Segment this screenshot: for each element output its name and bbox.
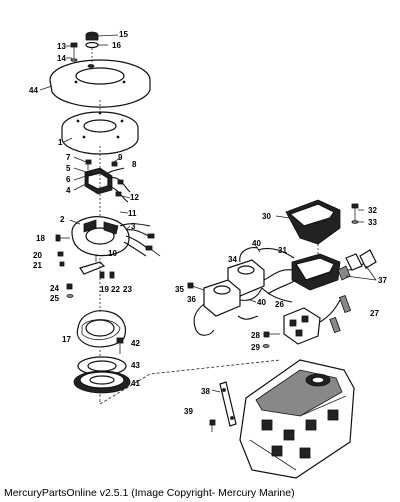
seal-ring-43[interactable] [77, 356, 127, 376]
callout-36: 36 [187, 295, 196, 304]
flywheel-top[interactable] [49, 59, 151, 108]
callout-33: 33 [368, 218, 377, 227]
callout-21: 21 [33, 261, 42, 270]
stator-plate[interactable] [61, 111, 139, 155]
callout-5: 5 [66, 164, 71, 173]
callout-23: 23 [123, 285, 132, 294]
callout-35: 35 [175, 285, 184, 294]
copyright-caption: MercuryPartsOnline v2.5.1 (Image Copyrig… [4, 487, 295, 499]
callout-16: 16 [112, 41, 121, 50]
rectifier[interactable] [283, 299, 341, 345]
screw-24[interactable] [66, 283, 74, 298]
switch-box[interactable] [263, 253, 367, 295]
ignition-base-plate[interactable] [71, 216, 155, 257]
callout-3: 3 [131, 222, 136, 231]
callout-37: 37 [378, 276, 387, 285]
callout-44: 44 [29, 86, 38, 95]
callout-41: 41 [131, 379, 140, 388]
coil-40[interactable] [193, 279, 263, 336]
callout-26: 26 [275, 300, 284, 309]
callout-6: 6 [66, 175, 71, 184]
callout-38: 38 [201, 387, 210, 396]
spark-plug-27[interactable] [329, 294, 352, 334]
screw-18[interactable] [55, 234, 70, 242]
callout-4: 4 [66, 186, 71, 195]
callout-27: 27 [370, 309, 379, 318]
callout-19: 19 [100, 285, 109, 294]
screw-28[interactable] [262, 331, 280, 348]
callout-2: 2 [60, 215, 65, 224]
callout-10: 10 [108, 249, 117, 258]
callout-28: 28 [251, 331, 260, 340]
trigger-assembly[interactable] [84, 167, 131, 203]
callout-39: 39 [184, 407, 193, 416]
cover[interactable] [285, 199, 341, 258]
bracket-38[interactable] [219, 381, 237, 427]
link-arm[interactable] [79, 254, 115, 279]
callout-17: 17 [62, 335, 71, 344]
screw-13[interactable] [70, 42, 78, 62]
callout-42: 42 [131, 339, 140, 348]
callout-18: 18 [36, 234, 45, 243]
flywheel-nut[interactable] [85, 31, 99, 62]
callout-9: 9 [118, 153, 123, 162]
callout-31: 31 [278, 246, 287, 255]
callout-29: 29 [251, 343, 260, 352]
callout-40-upper: 40 [252, 239, 261, 248]
callout-20: 20 [33, 251, 42, 260]
callout-32: 32 [368, 206, 377, 215]
callout-25: 25 [50, 294, 59, 303]
screw-32[interactable] [351, 203, 359, 224]
leader-lines [39, 34, 377, 393]
wire-harness[interactable] [237, 247, 295, 320]
callout-43: 43 [131, 361, 140, 370]
callout-1: 1 [58, 138, 63, 147]
seal-ring-41[interactable] [73, 370, 131, 394]
callout-30: 30 [262, 212, 271, 221]
callout-7: 7 [66, 153, 71, 162]
callout-15: 15 [119, 30, 128, 39]
callout-22: 22 [111, 285, 120, 294]
screw-35[interactable] [187, 282, 205, 291]
callout-40-lower: 40 [257, 298, 266, 307]
screw-39[interactable] [209, 419, 216, 432]
powerhead-block[interactable] [239, 359, 355, 479]
callout-14: 14 [57, 54, 66, 63]
callout-12: 12 [130, 193, 139, 202]
callout-numbers: 15 16 13 14 44 1 7 5 6 4 9 8 12 11 3 2 1… [29, 30, 387, 416]
callout-34: 34 [228, 255, 237, 264]
screw-20[interactable] [57, 251, 65, 267]
callout-8: 8 [132, 160, 137, 169]
callout-11: 11 [128, 209, 137, 218]
plug-boots[interactable] [337, 249, 377, 281]
callout-13: 13 [57, 42, 66, 51]
screw-42[interactable] [116, 337, 124, 354]
gasket[interactable] [76, 310, 127, 348]
callout-24: 24 [50, 284, 59, 293]
